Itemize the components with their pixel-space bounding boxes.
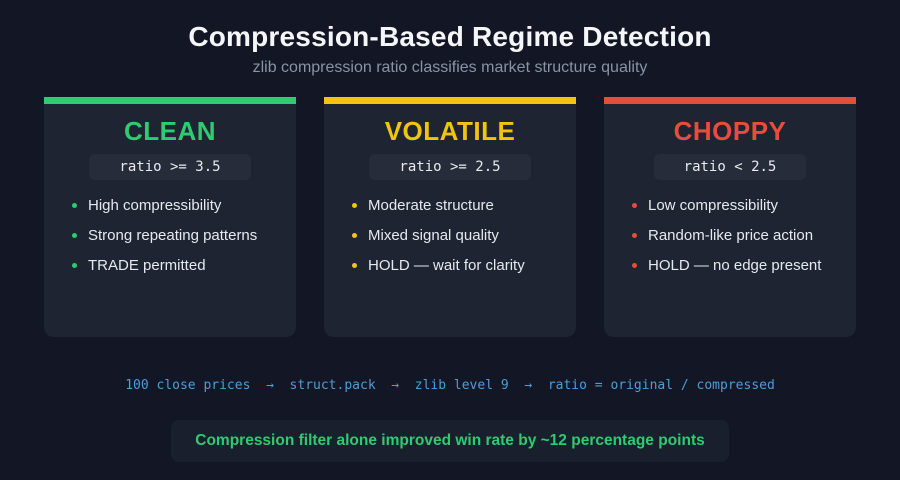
list-item: Strong repeating patterns [72,226,296,245]
footer: Compression filter alone improved win ra… [0,420,900,462]
list-item: Mixed signal quality [352,226,576,245]
card-clean-condition-badge: ratio >= 3.5 [89,153,251,180]
card-volatile-title: VOLATILE [384,115,516,146]
bullet-dot-icon [72,262,77,268]
list-item: High compressibility [72,196,296,215]
list-item: Moderate structure [352,196,576,215]
bullet-dot-icon [352,262,357,268]
bullet-dot-icon [72,232,77,238]
card-volatile-bullet-list: Moderate structure Mixed signal quality … [324,196,576,275]
bullet-dot-icon [352,232,357,238]
bullet-text: Low compressibility [648,196,779,214]
bullet-text: Moderate structure [368,196,494,214]
list-item: TRADE permitted [72,256,296,275]
bullet-text: High compressibility [88,196,222,214]
card-choppy-title: CHOPPY [673,115,787,146]
header: Compression-Based Regime Detection zlib … [0,0,900,77]
card-volatile: VOLATILE ratio >= 2.5 Moderate structure… [324,96,576,337]
card-clean-title: CLEAN [123,115,217,146]
card-volatile-body: VOLATILE ratio >= 2.5 Moderate structure… [324,103,576,337]
card-choppy-accent-bar [604,96,856,104]
page-subtitle: zlib compression ratio classifies market… [252,58,648,76]
card-choppy-body: CHOPPY ratio < 2.5 Low compressibility R… [604,103,856,337]
regime-cards-row: CLEAN ratio >= 3.5 High compressibility … [44,96,856,337]
list-item: HOLD — no edge present [632,256,856,275]
card-choppy: CHOPPY ratio < 2.5 Low compressibility R… [604,96,856,337]
card-clean: CLEAN ratio >= 3.5 High compressibility … [44,96,296,337]
result-statement-box: Compression filter alone improved win ra… [171,420,729,462]
bullet-text: HOLD — no edge present [648,256,822,274]
list-item: Random-like price action [632,226,856,245]
card-volatile-accent-bar [324,96,576,104]
list-item: Low compressibility [632,196,856,215]
card-choppy-bullet-list: Low compressibility Random-like price ac… [604,196,856,275]
card-clean-body: CLEAN ratio >= 3.5 High compressibility … [44,103,296,337]
bullet-text: Strong repeating patterns [88,226,258,244]
page-title: Compression-Based Regime Detection [188,21,712,52]
compression-pipeline-line: 100 close prices → struct.pack → zlib le… [125,378,775,393]
bullet-dot-icon [632,232,637,238]
list-item: HOLD — wait for clarity [352,256,576,275]
result-statement-text: Compression filter alone improved win ra… [195,432,705,449]
card-clean-accent-bar [44,96,296,104]
bullet-text: HOLD — wait for clarity [368,256,525,274]
card-clean-bullet-list: High compressibility Strong repeating pa… [44,196,296,275]
bullet-dot-icon [632,262,637,268]
bullet-dot-icon [352,202,357,208]
bullet-text: Mixed signal quality [368,226,499,244]
card-volatile-condition-badge: ratio >= 2.5 [369,153,531,180]
bullet-text: Random-like price action [648,226,814,244]
bullet-text: TRADE permitted [88,256,206,274]
bullet-dot-icon [72,202,77,208]
card-choppy-condition-badge: ratio < 2.5 [653,153,807,180]
bullet-dot-icon [632,202,637,208]
